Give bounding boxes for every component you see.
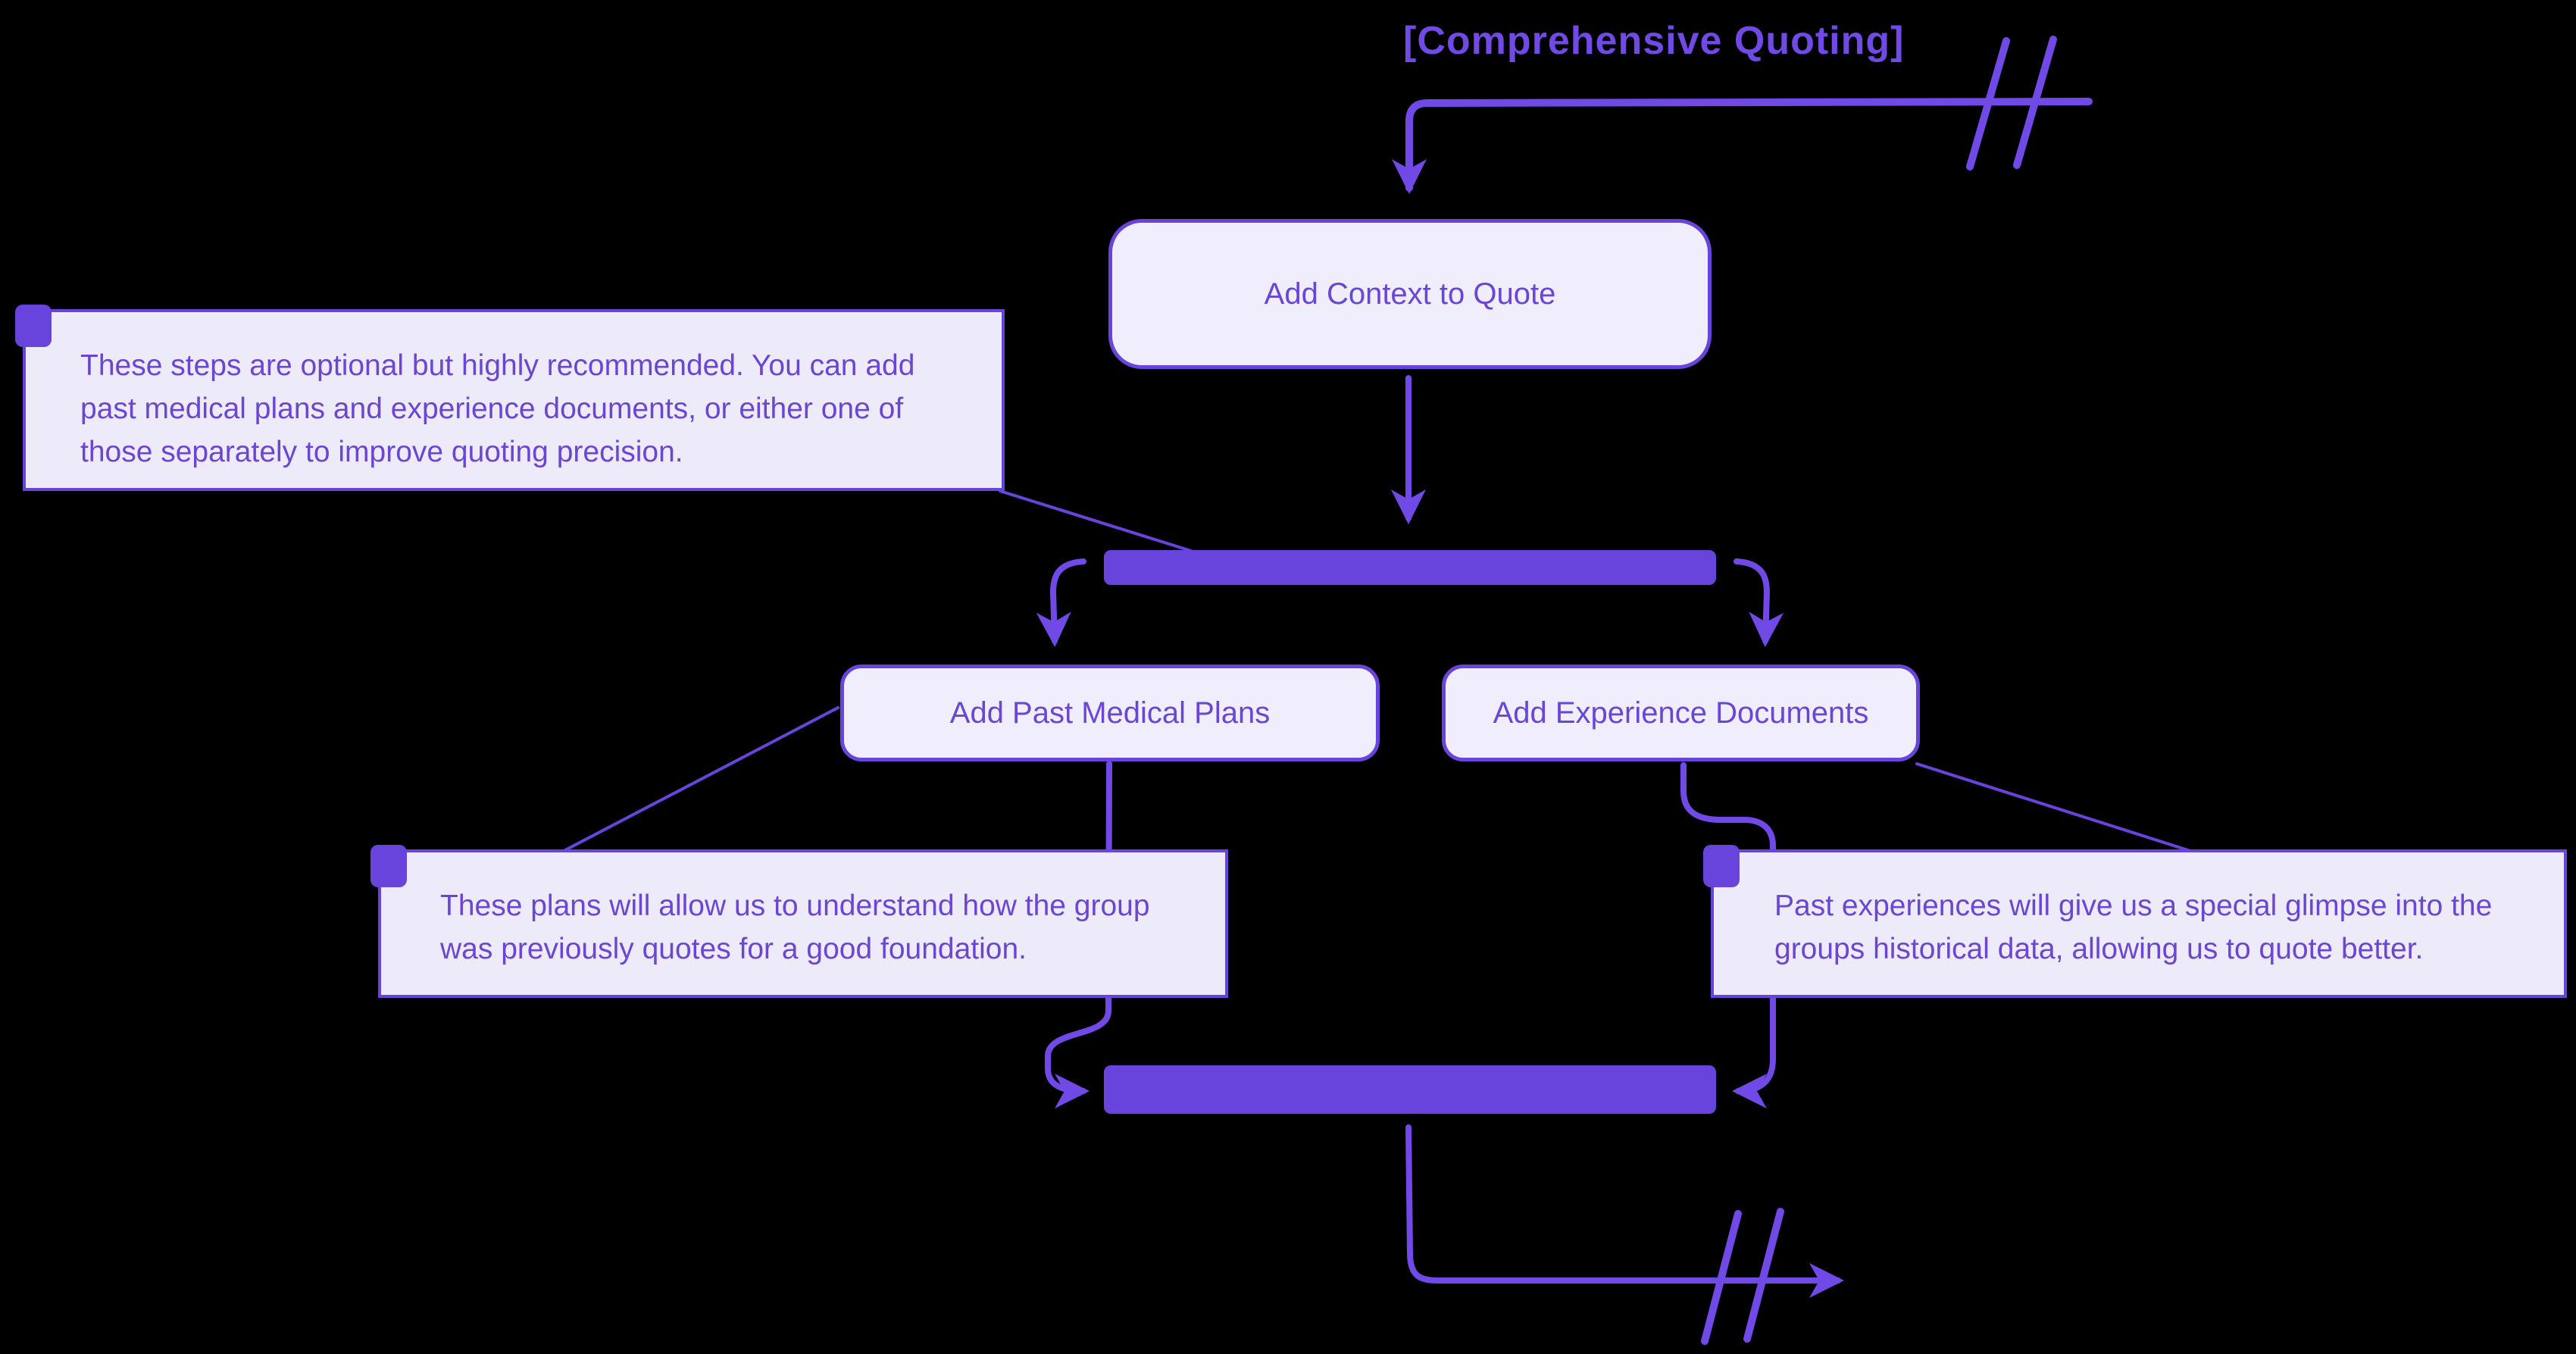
note-past-plans: These plans will allow us to understand … (370, 845, 1228, 998)
join-to-end-arrow (1405, 1124, 1844, 1298)
note-text-line: was previously quotes for a good foundat… (440, 933, 1027, 965)
note-optional-connector-line (999, 489, 1193, 552)
note-experience-docs: Past experiences will give us a special … (1703, 845, 2567, 998)
node-label: Add Context to Quote (1264, 277, 1556, 311)
plans-to-join-arrow (1045, 761, 1112, 1109)
join-bar (1104, 1065, 1716, 1114)
note-optional-steps: These steps are optional but highly reco… (15, 305, 1005, 491)
docs-to-join-arrow (1680, 762, 1776, 1109)
note-tab-icon (15, 305, 52, 347)
start-link-arrow (1392, 98, 2093, 194)
fork-to-plans-arrow (1036, 558, 1086, 647)
note-text-line: groups historical data, allowing us to q… (1774, 933, 2424, 965)
note-text-line: These plans will allow us to understand … (440, 890, 1150, 922)
fork-to-docs-arrow (1733, 558, 1784, 647)
note-plans-connector-line (564, 706, 839, 852)
diagram-title: [Comprehensive Quoting] (1403, 19, 1905, 63)
fork-bar (1104, 550, 1716, 585)
note-text-line: These steps are optional but highly reco… (80, 349, 915, 382)
note-docs-connector-line (1915, 762, 2194, 853)
end-double-slash-icon (1701, 1208, 1784, 1345)
note-text-line: past medical plans and experience docume… (80, 392, 904, 425)
node-label: Add Experience Documents (1493, 696, 1869, 730)
note-text-line: Past experiences will give us a special … (1774, 890, 2493, 922)
note-text-line: those separately to improve quoting prec… (80, 436, 683, 468)
start-double-slash-icon (1966, 36, 2057, 170)
node-label: Add Past Medical Plans (949, 696, 1271, 730)
node-add-past-medical-plans: Add Past Medical Plans (840, 664, 1380, 761)
node-add-experience-documents: Add Experience Documents (1442, 664, 1920, 761)
note-tab-icon (1703, 845, 1740, 887)
note-tab-icon (370, 845, 407, 887)
node-add-context-to-quote: Add Context to Quote (1108, 219, 1712, 369)
